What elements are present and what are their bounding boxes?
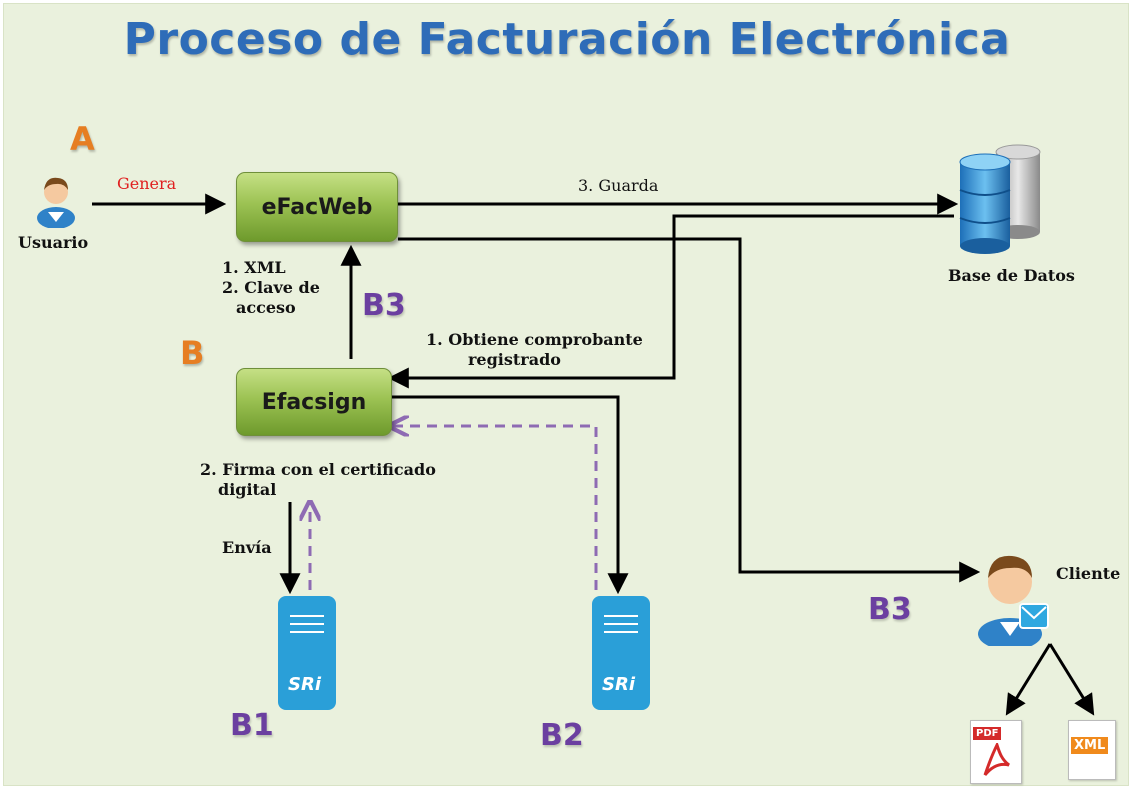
output-acceso: acceso [236,298,296,317]
diagram-canvas: Proceso de Facturación Electrónica A B U… [3,3,1129,786]
efacweb-box: eFacWeb [236,172,398,242]
arrow-cliente-xml [1048,643,1095,716]
badge-b3-top: B3 [362,288,406,323]
usuario-icon [34,172,78,229]
efacweb-label: eFacWeb [261,194,373,220]
cliente-label: Cliente [1056,564,1121,583]
firma-line2: digital [218,480,277,499]
obtiene-label: 1. Obtiene comprobante registrado [426,330,643,370]
connectors [92,193,1095,716]
arrow-to-sri2 [392,395,629,595]
efacsign-box: Efacsign [236,368,392,436]
sri-server-2-icon: SRi [590,594,652,712]
sri-logo-1: SRi [288,674,321,695]
badge-b1: B1 [230,708,274,743]
xml-file-label: XML [1071,737,1109,754]
output-xml: 1. XML [222,258,286,277]
genera-label: Genera [117,174,177,193]
obtiene-line1: 1. Obtiene comprobante [426,330,643,349]
xml-file-icon: XML [1068,720,1116,780]
firma-label: 2. Firma con el certificado digital [200,460,436,500]
obtiene-line2: registrado [468,350,561,369]
guarda-label: 3. Guarda [578,176,659,195]
efacsign-label: Efacsign [261,389,367,415]
page-title: Proceso de Facturación Electrónica [123,14,1011,65]
sri-logo-2: SRi [602,674,635,695]
usuario-label: Usuario [18,233,89,252]
envia-label: Envía [222,538,272,557]
base-datos-label: Base de Datos [948,266,1075,285]
firma-line1: 2. Firma con el certificado [200,460,436,479]
cliente-icon [976,542,1050,650]
section-b-label: B [180,334,205,372]
sri-server-1-icon: SRi [276,594,338,712]
badge-b3-right: B3 [868,592,912,627]
badge-b2: B2 [540,718,584,753]
efacweb-outputs: 1. XML 2. Clave de acceso [222,258,320,318]
arrow-to-cliente [398,237,981,583]
database-icon [954,144,1044,254]
pdf-file-label: PDF [973,727,1002,740]
dashed-arrow-sri2 [392,426,598,590]
output-clave: 2. Clave de [222,278,320,297]
arrow-obtiene [387,214,954,389]
section-a-label: A [70,120,95,158]
pdf-file-icon: PDF [970,720,1022,784]
arrow-cliente-pdf [1005,643,1052,716]
